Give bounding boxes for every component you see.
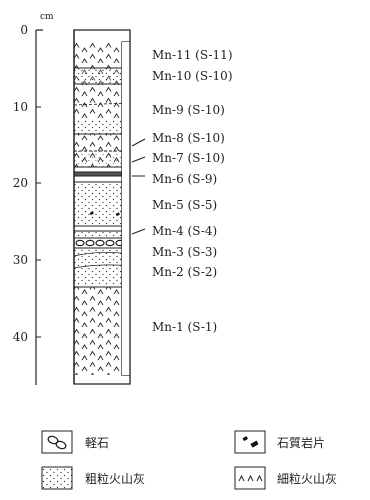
depth-tick-label: 30 bbox=[13, 253, 28, 267]
leader-line-mn8 bbox=[132, 139, 145, 146]
layer-label-mn9: Mn-9 (S-10) bbox=[152, 103, 225, 117]
layer-label-mn1: Mn-1 (S-1) bbox=[152, 320, 217, 334]
legend-label-coarse-ash: 粗粒火山灰 bbox=[85, 471, 145, 486]
layer-label-mn7: Mn-7 (S-10) bbox=[152, 151, 225, 165]
layer-label-mn5: Mn-5 (S-5) bbox=[152, 198, 217, 212]
stratigraphic-column bbox=[74, 30, 131, 384]
legend-label-fine-ash: 細粒火山灰 bbox=[277, 471, 337, 486]
depth-tick-label: 10 bbox=[13, 100, 28, 114]
depth-unit-label: cm bbox=[40, 12, 54, 22]
layer-label-mn4: Mn-4 (S-4) bbox=[152, 224, 217, 238]
depth-tick-label: 40 bbox=[13, 330, 28, 344]
depth-tick-label: 0 bbox=[20, 23, 28, 37]
legend-label-lithic-fragment: 石質岩片 bbox=[277, 435, 325, 450]
legend-label-pumice: 軽石 bbox=[85, 436, 109, 450]
depth-axis: cm 0 10 20 30 40 bbox=[13, 12, 54, 385]
layer-label-mn6: Mn-6 (S-9) bbox=[152, 172, 217, 186]
legend-item-lithic-fragment: 石質岩片 bbox=[235, 431, 325, 453]
leader-line-mn7 bbox=[132, 157, 145, 162]
legend: 軽石 石質岩片 粗粒火山灰 細粒火山灰 bbox=[42, 431, 337, 489]
legend-item-fine-ash: 細粒火山灰 bbox=[235, 467, 337, 489]
legend-item-pumice: 軽石 bbox=[42, 431, 109, 453]
layer-label-mn3: Mn-3 (S-3) bbox=[152, 245, 217, 259]
leader-lines bbox=[132, 139, 145, 234]
coarse-ash-icon bbox=[42, 467, 72, 489]
lithic-fragment-icon bbox=[235, 431, 265, 453]
legend-item-coarse-ash: 粗粒火山灰 bbox=[42, 467, 145, 489]
layer-label-mn10: Mn-10 (S-10) bbox=[152, 69, 233, 83]
layer-label-mn2: Mn-2 (S-2) bbox=[152, 265, 217, 279]
depth-tick-label: 20 bbox=[13, 176, 28, 190]
layer-label-mn8: Mn-8 (S-10) bbox=[152, 131, 225, 145]
leader-line-mn4 bbox=[132, 229, 145, 234]
layer-labels: Mn-11 (S-11) Mn-10 (S-10) Mn-9 (S-10) Mn… bbox=[152, 48, 233, 334]
layer-label-mn11: Mn-11 (S-11) bbox=[152, 48, 233, 62]
